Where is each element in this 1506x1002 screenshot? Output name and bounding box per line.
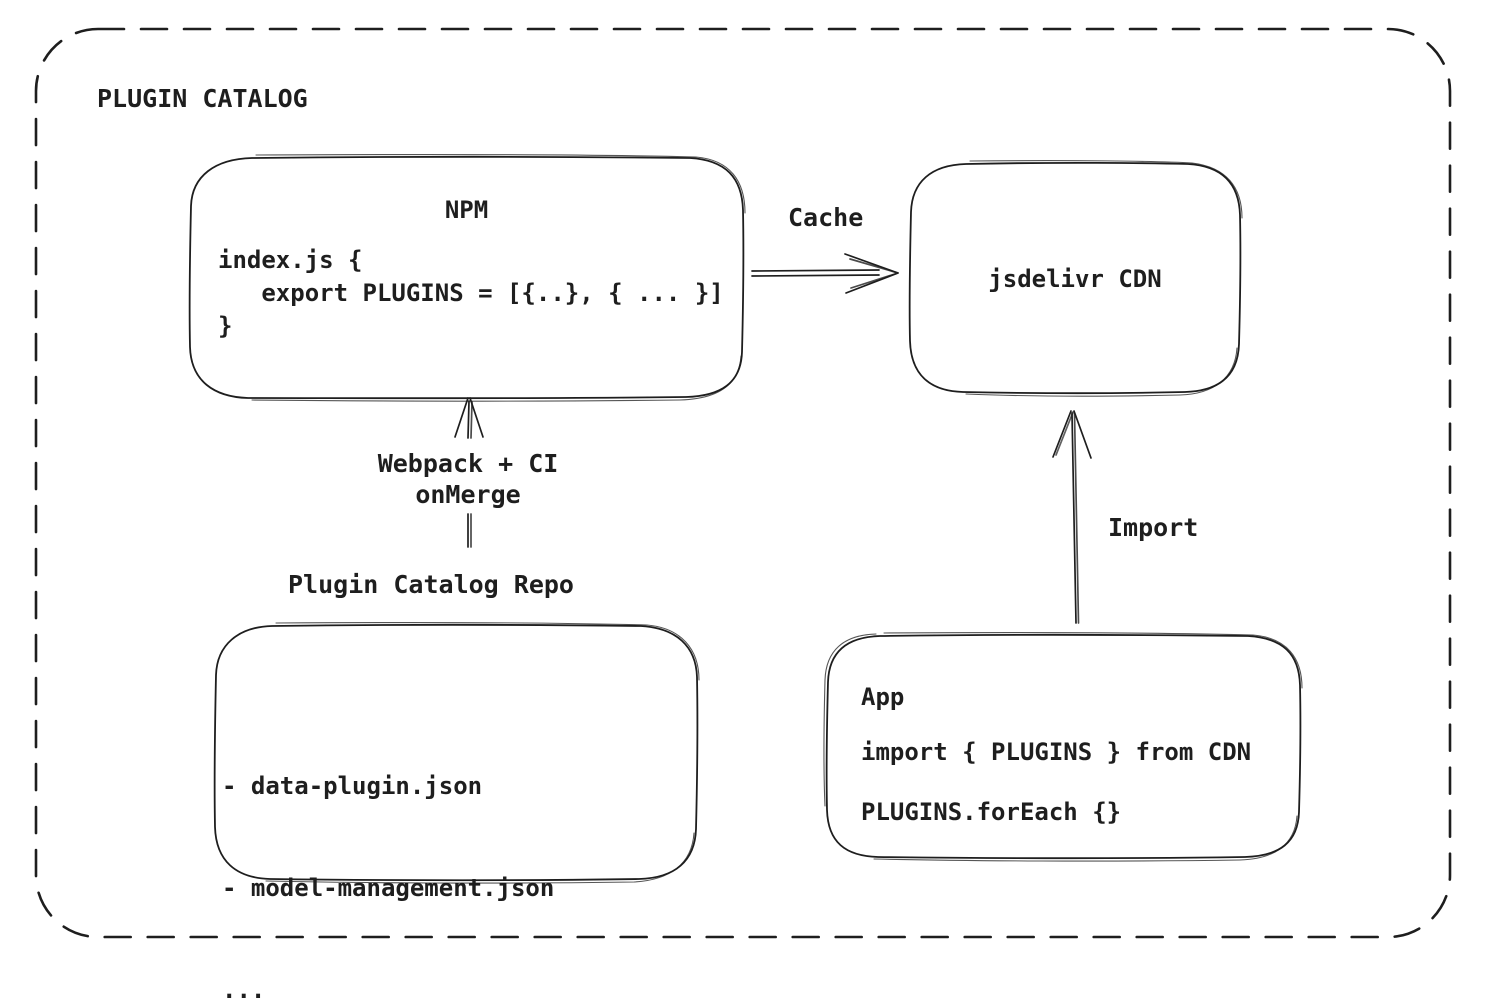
repo-file-item: - data-plugin.json — [222, 772, 483, 800]
app-node-title: App — [861, 683, 905, 711]
cache-arrow — [751, 253, 899, 294]
import-arrow — [1052, 410, 1092, 624]
app-node-code-line1: import { PLUGINS } from CDN — [861, 738, 1252, 766]
build-edge-label-line1: Webpack + CI — [377, 449, 559, 478]
repo-file-list: - data-plugin.json - model-management.js… — [222, 701, 554, 1002]
npm-node-box — [188, 154, 746, 402]
import-edge-label: Import — [1108, 513, 1199, 542]
repo-file-item: - model-management.json — [222, 874, 555, 902]
cache-edge-label: Cache — [788, 203, 864, 232]
plugin-catalog-frame — [34, 27, 1452, 939]
repo-file-item-ellipsis: ... — [222, 976, 266, 1002]
app-node-box — [823, 632, 1303, 862]
app-node-code-line2: PLUGINS.forEach {} — [861, 798, 1122, 826]
webpack-arrow — [454, 397, 484, 439]
repo-to-label-connector-line — [467, 513, 472, 548]
cdn-node-label: jsdelivr CDN — [988, 265, 1162, 293]
cdn-node-box — [908, 160, 1243, 397]
npm-node-title: NPM — [444, 196, 489, 224]
build-edge-label-line2: onMerge — [415, 480, 521, 509]
frame-title: PLUGIN CATALOG — [97, 84, 308, 113]
repo-node-box — [213, 622, 700, 884]
repo-node-title: Plugin Catalog Repo — [288, 570, 574, 599]
npm-node-code: index.js { export PLUGINS = [{..}, { ...… — [218, 246, 724, 340]
